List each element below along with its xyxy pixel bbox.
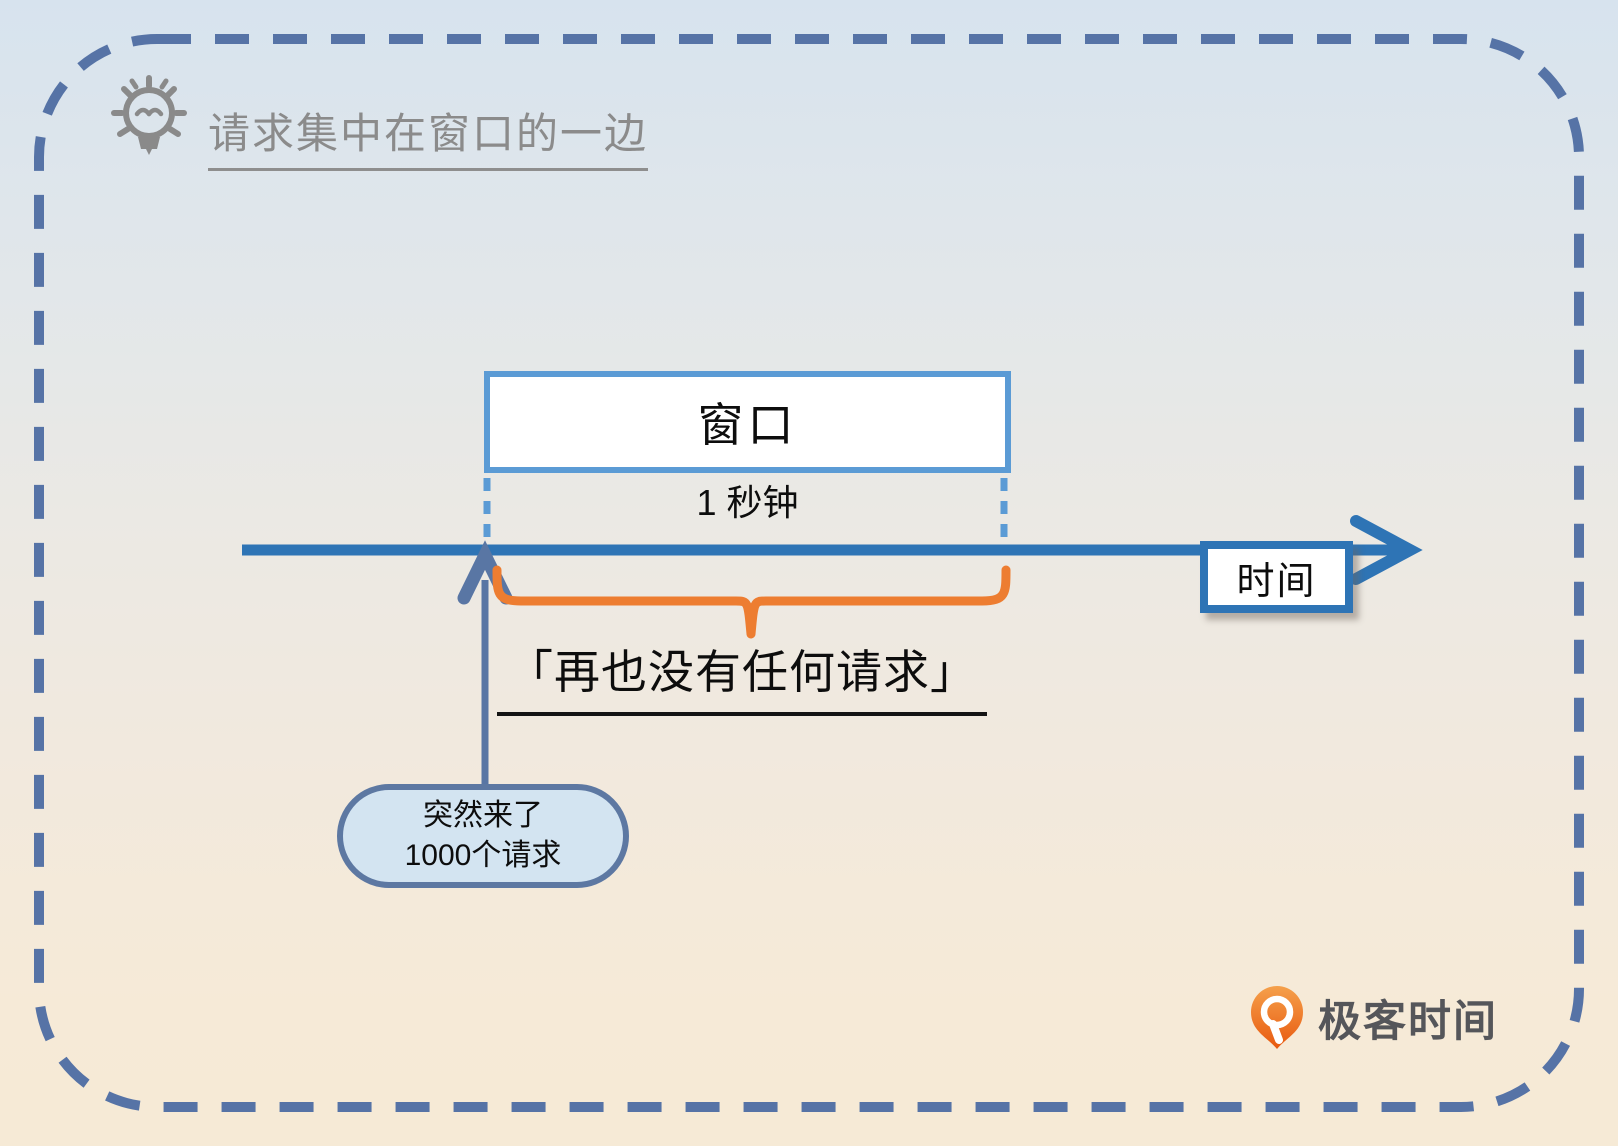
window-label: 窗口 (697, 399, 798, 451)
time-axis-label-box: 时间 (1200, 541, 1353, 613)
duration-label: 1 秒钟 (696, 482, 799, 523)
brace-icon (492, 565, 1011, 639)
timeline-arrowhead-icon (1350, 515, 1423, 585)
burst-bubble-line1: 突然来了 (423, 799, 543, 833)
window-box: 窗口 (484, 371, 1011, 473)
page-title: 请求集中在窗口的一边 (208, 100, 649, 171)
brand-logo: 极客时间 (1248, 985, 1498, 1051)
quote-wrapper: 「再也没有任何请求」 (459, 636, 1025, 716)
dashed-frame (34, 34, 1584, 1112)
no-more-requests-quote: 「再也没有任何请求」 (497, 636, 987, 716)
burst-bubble-line2: 1000个请求 (404, 839, 562, 872)
burst-bubble: 突然来了 1000个请求 (337, 784, 629, 888)
brand-name: 极客时间 (1318, 998, 1498, 1046)
brand-pin-icon (1251, 986, 1303, 1049)
lightbulb-icon (111, 75, 187, 155)
time-axis-label: 时间 (1236, 560, 1317, 603)
